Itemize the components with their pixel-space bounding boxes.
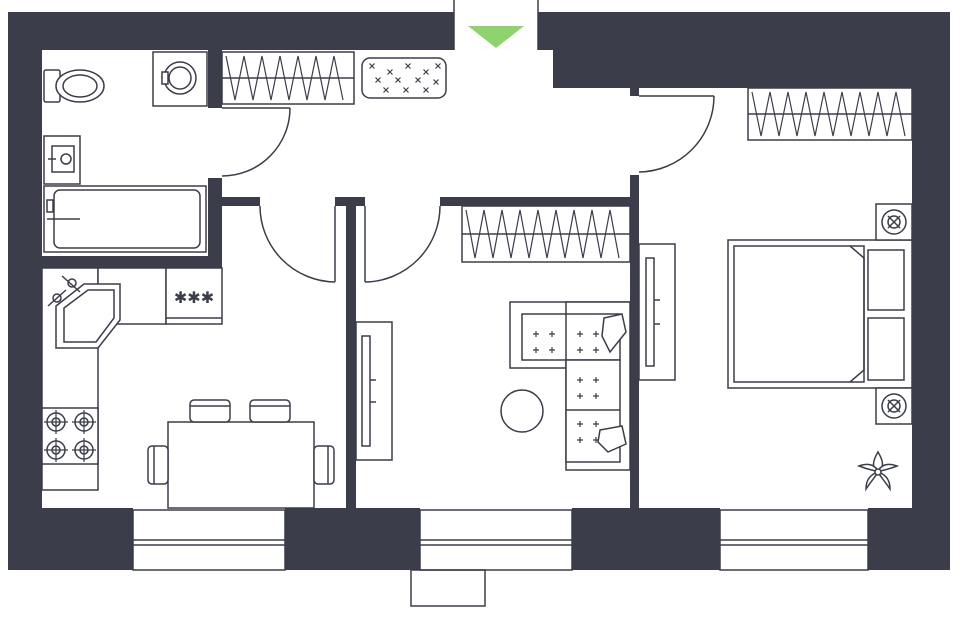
hob-stars: ✱✱✱	[165, 267, 223, 325]
wall-bath-right-top	[208, 50, 222, 108]
tuft-mark	[549, 347, 555, 353]
living-room	[355, 205, 631, 471]
tuft-mark	[577, 347, 583, 353]
tuft-mark	[593, 421, 599, 427]
cross-mark	[383, 87, 389, 93]
wall-hall-bottom-2	[335, 197, 365, 206]
triangle-down-icon	[468, 26, 524, 48]
living-wardrobe	[461, 205, 631, 263]
wall-right	[912, 12, 950, 570]
chair	[189, 399, 231, 423]
door-living-room[interactable]	[364, 205, 441, 283]
pillow	[867, 249, 905, 311]
wall-bath-bottom	[42, 256, 222, 268]
cross-mark	[423, 69, 429, 75]
tuft-mark	[593, 347, 599, 353]
wall-hall-bottom-1	[222, 197, 260, 206]
double-bed	[727, 239, 913, 389]
tuft-mark	[577, 437, 583, 443]
bedroom-wardrobe	[747, 87, 913, 141]
cross-mark	[403, 87, 409, 93]
cushion	[597, 425, 627, 453]
wall-bottom-1	[8, 508, 133, 570]
tuft-mark	[549, 331, 555, 337]
chair	[313, 445, 335, 485]
cross-mark	[395, 77, 401, 83]
door-bathroom[interactable]	[221, 107, 291, 177]
nightstand-top	[875, 203, 913, 241]
nightstand-bottom	[875, 387, 913, 425]
outer-walls	[8, 12, 950, 570]
bathtub	[43, 185, 207, 253]
tuft-mark	[577, 421, 583, 427]
wall-bedroom-stub	[630, 88, 639, 96]
hallway	[221, 51, 447, 105]
door-kitchen[interactable]	[259, 205, 336, 283]
corner-sink	[47, 275, 121, 349]
burner-grate	[44, 438, 68, 462]
tuft-mark	[577, 393, 583, 399]
pillow	[867, 317, 905, 381]
balcony	[410, 569, 486, 607]
tuft-mark	[533, 331, 539, 337]
corner-sofa	[509, 301, 631, 471]
toilet	[43, 69, 105, 103]
wall-top-left	[8, 12, 454, 50]
wall-hall-bottom-3	[440, 197, 638, 206]
tv-icon	[638, 243, 676, 381]
tuft-mark	[593, 393, 599, 399]
shoe-mat	[361, 57, 447, 99]
windows	[132, 509, 869, 607]
burner-grate	[72, 410, 96, 434]
tuft-mark	[593, 331, 599, 337]
wall-bottom-3	[572, 508, 720, 570]
cross-mark	[405, 63, 411, 69]
doors	[221, 95, 715, 283]
cross-mark	[435, 63, 441, 69]
entrance	[453, 0, 539, 50]
wall-left-lower	[8, 372, 42, 508]
cross-mark	[415, 77, 421, 83]
bedroom	[638, 87, 913, 492]
wall-bottom-2	[285, 508, 420, 570]
plant-icon	[856, 450, 900, 492]
burner-grate	[44, 410, 68, 434]
tv-icon	[355, 321, 393, 461]
hallway-wardrobe	[221, 51, 355, 105]
cross-mark	[433, 79, 439, 85]
tuft-mark	[593, 377, 599, 383]
chair	[147, 445, 169, 485]
bathroom	[43, 51, 208, 253]
wall-top-right	[538, 12, 950, 50]
dining-table	[147, 399, 335, 509]
burner-grate	[72, 438, 96, 462]
door-bedroom[interactable]	[638, 95, 715, 173]
sink	[43, 135, 81, 185]
wall-kitchen-living	[346, 206, 356, 508]
cross-mark	[375, 77, 381, 83]
washing-machine	[152, 51, 208, 107]
cross-mark	[369, 63, 375, 69]
wall-top-right-inner	[553, 50, 950, 88]
gas-stove-icon	[41, 407, 99, 465]
wall-bottom-4	[868, 508, 950, 570]
coffee-table	[500, 389, 544, 433]
cross-mark	[423, 87, 429, 93]
chair	[249, 399, 291, 423]
interior-walls	[8, 50, 639, 508]
wall-living-bedroom	[630, 175, 639, 508]
tuft-mark	[577, 377, 583, 383]
tuft-mark	[577, 331, 583, 337]
svg-text:✱✱✱: ✱✱✱	[174, 288, 214, 307]
wall-bath-right-bottom	[208, 178, 222, 270]
tuft-mark	[533, 347, 539, 353]
cushion	[601, 313, 627, 354]
kitchen: ✱✱✱	[41, 267, 335, 509]
cross-mark	[387, 69, 393, 75]
